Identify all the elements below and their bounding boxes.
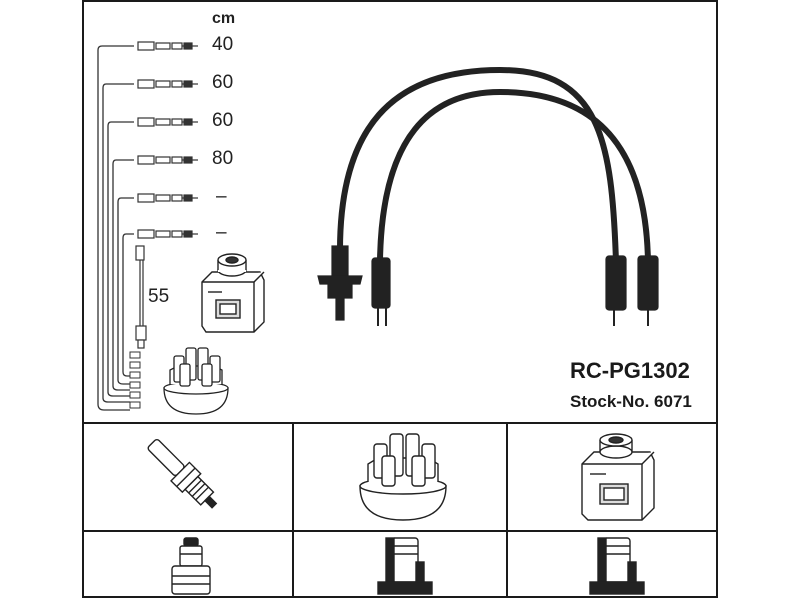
- spark-plug-icon: [147, 438, 218, 509]
- ignition-leads-set: [317, 66, 659, 326]
- divider-col-2: [506, 422, 508, 598]
- divider-lower: [82, 530, 718, 532]
- leads-schematic: [97, 41, 198, 411]
- lead-length-5: –: [216, 186, 227, 207]
- plug-boot-icon: [171, 537, 211, 595]
- coil-end-boot: [371, 257, 391, 326]
- ignition-coil-icon: [201, 253, 265, 333]
- stock-number: Stock-No. 6071: [570, 392, 692, 411]
- coil-lead: [135, 245, 147, 349]
- coil-terminal-icon: [589, 537, 645, 595]
- part-number: RC-PG1302: [570, 358, 690, 383]
- lead-length-1: 40: [212, 34, 234, 55]
- lead-length-3: 60: [212, 110, 234, 131]
- lead-terminal-2: [137, 79, 198, 89]
- lead-terminal-1: [137, 41, 198, 51]
- distributor-cap-icon: [163, 347, 229, 415]
- lead-terminal-4: [137, 155, 198, 165]
- lead-terminal-3: [137, 117, 198, 127]
- ignition-coil-large-icon: [581, 433, 655, 521]
- distributor-end-boot: [317, 245, 363, 321]
- coil-lead-length: 55: [148, 286, 170, 307]
- lead-length-4: 80: [212, 148, 234, 169]
- unit-label: cm: [212, 10, 236, 27]
- distributor-cap-large-icon: [359, 433, 447, 521]
- plug-end-boots: [605, 255, 659, 326]
- divider-col-1: [292, 422, 294, 598]
- lead-terminal-5: [137, 193, 198, 203]
- lead-length-6: –: [216, 222, 227, 243]
- cap-terminal-icon: [377, 537, 433, 595]
- divider-main: [82, 422, 718, 424]
- lead-length-2: 60: [212, 72, 234, 93]
- diagram-frame: [82, 0, 718, 598]
- lead-terminal-6: [137, 229, 198, 239]
